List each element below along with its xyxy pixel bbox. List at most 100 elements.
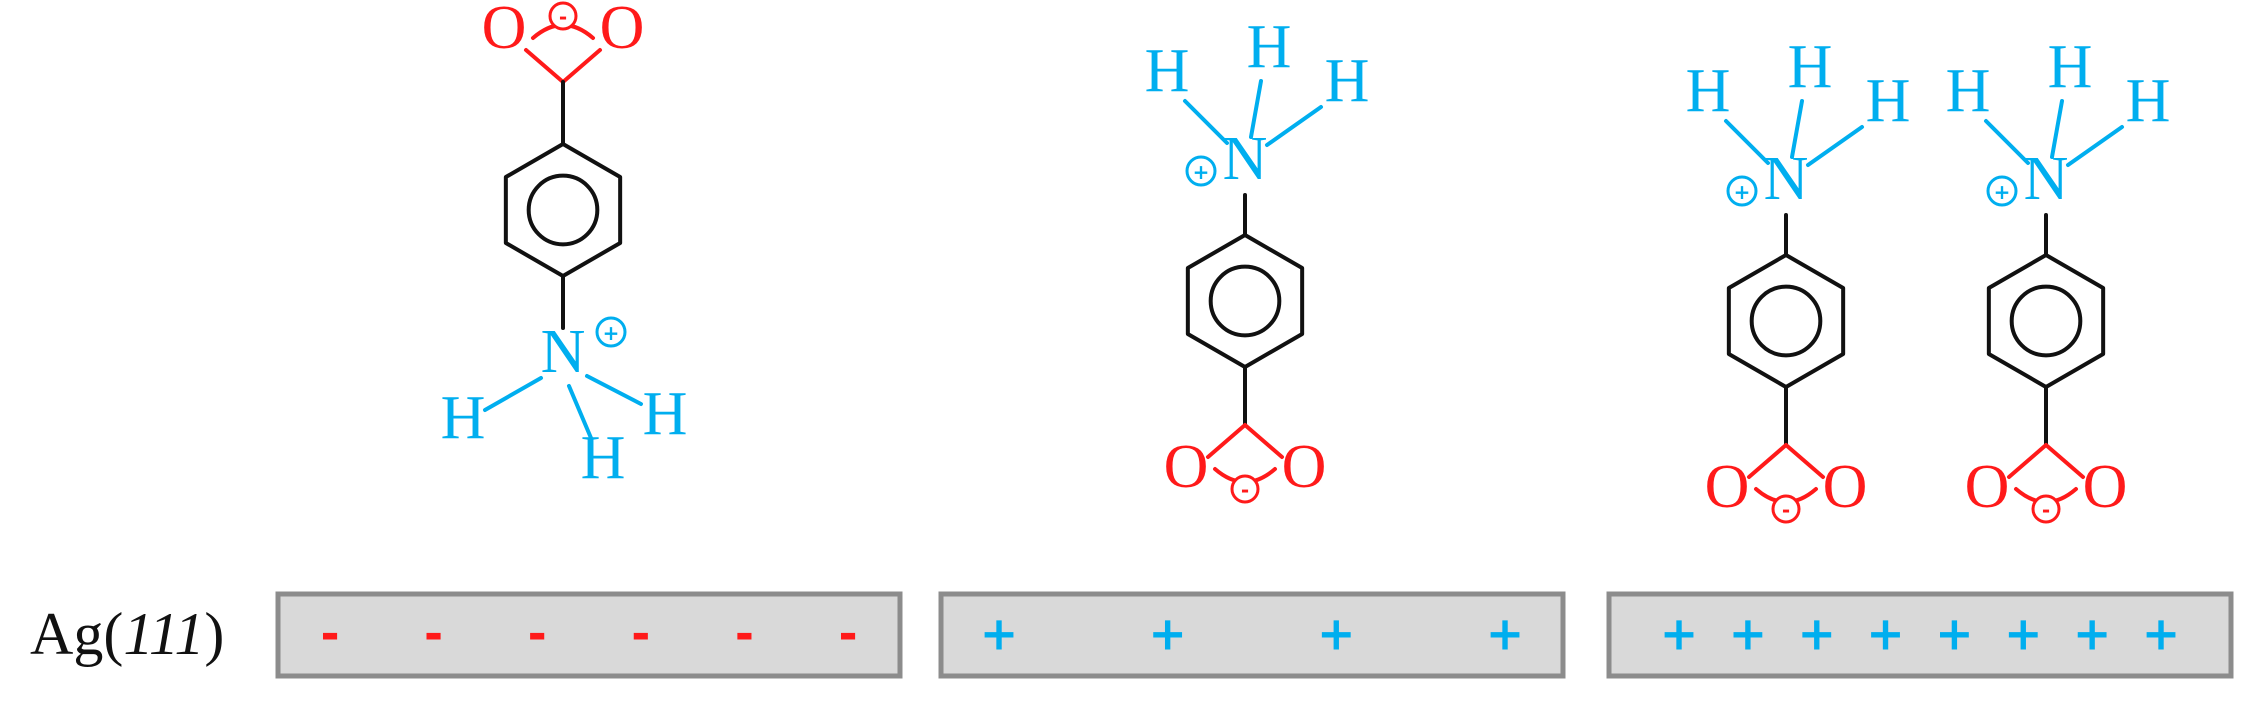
panel-2-molecule-ammonium-hydrogen-3: H (1325, 47, 1370, 115)
panel-2-molecule-carboxylate-minus-badge: - (1230, 474, 1260, 504)
panel-3-molecule-1-carboxylate-minus-badge-glyph: - (1782, 498, 1790, 522)
panel-3-molecule-2-ammonium-hydrogen-3: H (2126, 67, 2171, 135)
panel-3-molecule-1-ammonium-hydrogen-3: H (1866, 67, 1911, 135)
panel-3-molecule-2-carboxylate-minus-badge-circle (2031, 494, 2061, 524)
panel-3-surface: ++++++++ (1606, 591, 2234, 679)
panel-2-molecule-carboxylate-oxygen-left: O (1164, 433, 1209, 501)
panel-2-molecule-ammonium-plus-badge-circle (1185, 155, 1217, 187)
panel-1-surface-charge-6: - (838, 607, 857, 661)
panel-3-molecule-1-carboxylate-minus-badge: - (1771, 494, 1801, 524)
surface-label-index: 111 (123, 601, 204, 667)
panel-3-molecule-2-ring (1986, 253, 2106, 389)
panel-1-molecule-ammonium-hydrogen-1: H (441, 384, 486, 452)
panel-1-molecule-carboxylate-bond-left (524, 48, 565, 84)
panel-3-molecule-1-ring-aromatic-circle (1749, 284, 1823, 358)
panel-2-molecule-carboxylate-bond-left (1206, 423, 1247, 459)
panel-3-molecule-1-ammonium-nh-bond-3 (1806, 125, 1864, 167)
panel-3-molecule-1-carboxylate-oxygen-right: O (1823, 453, 1868, 521)
panel-3-surface-charge-7: + (2073, 607, 2112, 661)
panel-2-surface-charge-1: + (980, 607, 1019, 661)
panel-3-molecule-2-ammonium-plus-badge-circle (1986, 175, 2018, 207)
panel-3-molecule-2-ammonium-nh-bond-3 (2066, 125, 2124, 167)
panel-3-surface-charge-5: + (1935, 607, 1974, 661)
panel-3-molecule-2-ammonium-hydrogen-2: H (2048, 33, 2093, 101)
surfaces-layer: ------++++++++++++ (275, 591, 2234, 679)
panel-3-molecule-1-carboxylate-bond-right (1784, 443, 1825, 479)
panel-3-molecule-2-ring-aromatic-circle (2009, 284, 2083, 358)
surface-label: Ag(111) (30, 601, 224, 667)
panel-1-surface: ------ (275, 591, 903, 679)
panel-2-molecule-ammonium-hydrogen-2: H (1247, 13, 1292, 81)
panel-2-molecule-ammonium-plus-badge-glyph: + (1193, 160, 1210, 184)
panel-3-molecule-2-ammonium-nh-bond-2 (2050, 99, 2064, 159)
panel-1-molecule-ammonium-hydrogen-3: H (643, 380, 688, 448)
panel-3-molecule-2-carboxylate-oxygen-left: O (1965, 453, 2010, 521)
panel-3-molecule-2-ammonium-plus-badge: + (1986, 175, 2018, 207)
panel-3-molecule-2-ring-hexagon (1986, 253, 2106, 389)
surface-label-suffix: ) (204, 601, 224, 667)
panel-3-molecule-2-ammonium-hydrogen-1: H (1946, 57, 1991, 125)
panel-2-molecule-carboxylate-minus-badge-glyph: - (1241, 478, 1249, 502)
panel-3-surface-charge-1: + (1660, 607, 1699, 661)
panel-1-molecule-ammonium-plus-badge-circle (595, 316, 627, 348)
panel-2-molecule-ammonium-hydrogen-1: H (1145, 37, 1190, 105)
panel-1-molecule-ammonium-nh-bond-3 (585, 374, 643, 406)
panel-2-molecule-ring-aromatic-circle (1208, 264, 1282, 338)
panel-3-molecule-1-carboxylate-oxygen-left: O (1705, 453, 1750, 521)
panel-3-molecule-1-carboxylate-bond-left (1747, 443, 1788, 479)
panel-2-molecule-ammonium-nh-bond-1 (1183, 99, 1229, 145)
panel-1-molecule-ammonium-nh-bond-2 (567, 384, 593, 440)
panel-3-molecule-2-ammonium-nitrogen: N (2024, 145, 2069, 213)
panel-3-molecule-2-ammonium-plus-badge-glyph: + (1994, 180, 2011, 204)
panel-3-surface-charge-2: + (1729, 607, 1768, 661)
panel-1-molecule-carboxylate-oxygen-left: O (482, 0, 527, 62)
panel-1-molecule-ammonium-hydrogen-2: H (581, 424, 626, 492)
panel-1-molecule-ammonium-plus-badge-glyph: + (603, 321, 620, 345)
panel-2-molecule-ring (1185, 233, 1305, 369)
panel-1-surface-charge-4: - (631, 607, 650, 661)
panel-1-surface-charge-1: - (320, 607, 339, 661)
panel-3-molecule-1-ammonium-nh-bond-2 (1790, 99, 1804, 159)
panel-2-molecule-carboxylate-bond-right (1243, 423, 1284, 459)
panel-3-molecule-1-ammonium-hydrogen-2: H (1788, 33, 1833, 101)
panel-1-surface-charge-5: - (735, 607, 754, 661)
panel-1-molecule-ammonium-nitrogen: N (541, 318, 586, 386)
panel-2-surface-charge-3: + (1317, 607, 1356, 661)
panel-3-surface-charge-6: + (2004, 607, 2043, 661)
panel-3-molecule-1-ring (1726, 253, 1846, 389)
panel-2-molecule-ammonium-nitrogen: N (1223, 125, 1268, 193)
panel-3-molecule-1-carboxylate-minus-badge-circle (1771, 494, 1801, 524)
panel-3-molecule-1-ammonium-plus-badge-circle (1726, 175, 1758, 207)
panel-2-surface-charge-4: + (1486, 607, 1525, 661)
panel-1-molecule-carboxylate-minus-badge-glyph: - (559, 5, 567, 29)
panel-3-molecule-2-ammonium-nh-bond-1 (1984, 119, 2030, 165)
panel-3-molecule-2-carboxylate-bond-right (2044, 443, 2085, 479)
panel-1-molecule-carboxylate-minus-badge-circle (548, 1, 578, 31)
panel-2-surface-charge-2: + (1148, 607, 1187, 661)
panel-2-molecule-ring-hexagon (1185, 233, 1305, 369)
panel-2-molecule-ammonium-nh-bond-2 (1249, 79, 1263, 139)
panel-1-molecule-carboxylate-bond-right (561, 48, 602, 84)
panel-3-surface-rect (1606, 591, 2234, 679)
panel-1-molecule-ring-aromatic-circle (526, 173, 600, 247)
panel-3-molecule-1-ammonium-nh-bond-1 (1724, 119, 1770, 165)
surface-label-prefix: Ag( (30, 601, 123, 667)
panel-3-molecule-2-carboxylate-minus-badge-glyph: - (2042, 498, 2050, 522)
panel-3-molecule-1-ammonium-plus-badge: + (1726, 175, 1758, 207)
panel-1-molecule-carboxylate-minus-badge: - (548, 1, 578, 31)
panel-3-surface-charge-4: + (1866, 607, 1905, 661)
panel-2-surface-rect (938, 591, 1566, 679)
